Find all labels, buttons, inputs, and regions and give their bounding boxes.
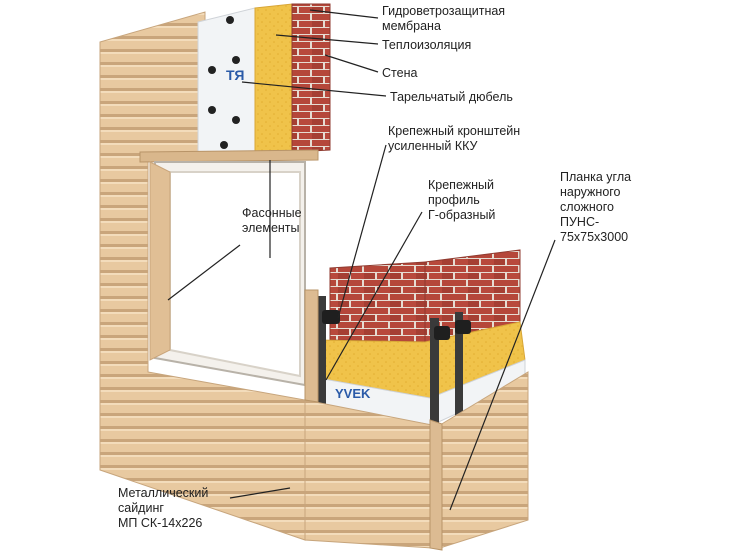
label-profile-line3: Г-образный xyxy=(428,208,496,222)
membrane-logo-mark: ТЯ xyxy=(226,67,244,83)
label-profile: Крепежный профиль Г-образный xyxy=(428,178,495,223)
label-shaped-elements-line1: Фасонные xyxy=(242,206,302,220)
label-insulation: Теплоизоляция xyxy=(382,38,471,53)
label-bracket-line2: усиленный ККУ xyxy=(388,139,478,153)
dowel-icons xyxy=(208,16,240,149)
brick-wall-upper xyxy=(291,3,331,153)
window-header-trim xyxy=(139,149,319,163)
label-wall-text: Стена xyxy=(382,66,418,80)
label-dowel-text: Тарельчатый дюбель xyxy=(390,90,513,104)
outer-corner-strip xyxy=(429,419,443,551)
leader-lines xyxy=(167,9,556,511)
membrane-logo-mark-corner: YVEK xyxy=(335,386,371,401)
label-dowel: Тарельчатый дюбель xyxy=(390,90,513,105)
label-shaped-elements: Фасонные элементы xyxy=(242,206,302,236)
insulation-layer-upper xyxy=(254,3,293,153)
label-corner-strip-line4: ПУНС- xyxy=(560,215,600,229)
label-corner-strip: Планка угла наружного сложного ПУНС- 75x… xyxy=(560,170,631,245)
label-corner-strip-line3: сложного xyxy=(560,200,614,214)
fastening-profiles xyxy=(318,296,463,430)
label-bracket: Крепежный кронштейн усиленный ККУ xyxy=(388,124,520,154)
label-siding-line3: МП СК-14x226 xyxy=(118,516,203,530)
label-membrane-line2: мембрана xyxy=(382,19,441,33)
label-bracket-line1: Крепежный кронштейн xyxy=(388,124,521,138)
label-corner-strip-line2: наружного xyxy=(560,185,621,199)
label-membrane: Гидроветрозащитная мембрана xyxy=(382,4,505,34)
siding-corner-wall xyxy=(304,399,433,549)
window-glass xyxy=(169,171,301,378)
label-insulation-text: Теплоизоляция xyxy=(382,38,472,52)
label-corner-strip-line5: 75x75x3000 xyxy=(560,230,629,244)
brick-wall-corner-left xyxy=(329,261,426,343)
label-wall: Стена xyxy=(382,66,417,81)
label-corner-strip-line1: Планка угла xyxy=(560,170,632,184)
label-siding-line2: сайдинг xyxy=(118,501,164,515)
label-membrane-line1: Гидроветрозащитная xyxy=(382,4,506,18)
bracket-icons xyxy=(322,310,471,340)
label-shaped-elements-line2: элементы xyxy=(242,221,300,235)
window-reveal xyxy=(149,161,171,361)
window-side-trim xyxy=(304,289,319,403)
label-profile-line1: Крепежный xyxy=(428,178,494,192)
label-profile-line2: профиль xyxy=(428,193,480,207)
label-siding-line1: Металлический xyxy=(118,486,209,500)
label-siding: Металлический сайдинг МП СК-14x226 xyxy=(118,486,208,531)
